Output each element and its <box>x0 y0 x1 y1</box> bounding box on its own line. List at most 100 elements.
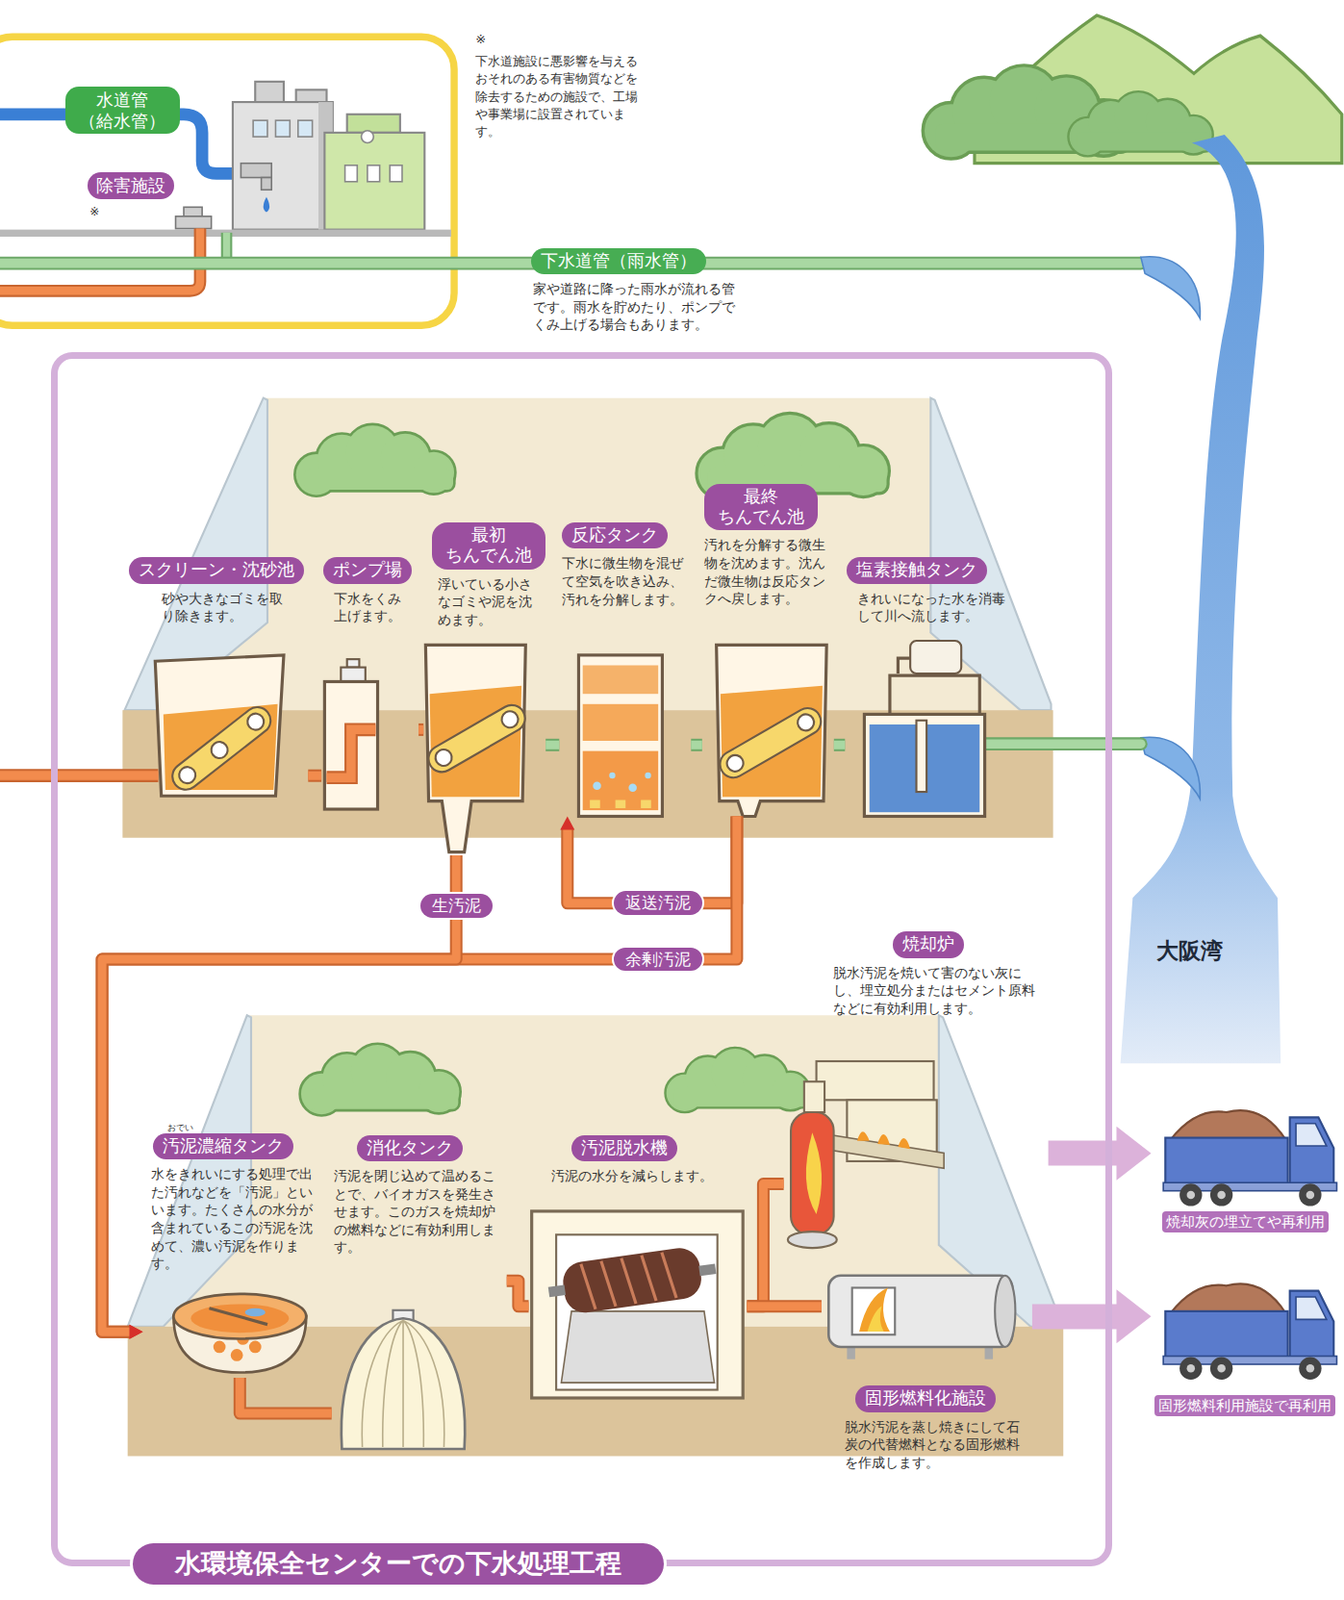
pipe-connector <box>834 744 846 746</box>
pipe-outline <box>101 855 457 1332</box>
primary-settling-tank <box>423 700 530 778</box>
edge-label-holder: 余剰汚泥 <box>613 947 703 972</box>
heading-row: 塩素接触タンク <box>844 557 1018 584</box>
edge-label-holder: 生汚泥 <box>420 893 493 918</box>
heading-row: 下水道管（雨水管） <box>528 248 750 275</box>
edge-label-holder: 返送汚泥 <box>613 890 703 915</box>
pipe-connector <box>1032 1289 1152 1344</box>
name-pill: 固形燃料化施設 <box>855 1385 996 1412</box>
destination-box: 固形燃料利用施設で再利用 <box>1151 1270 1340 1418</box>
thickener-tank <box>173 1293 306 1340</box>
buildings <box>296 89 328 102</box>
pipe-outline <box>307 769 322 783</box>
text-block: 最終 ちんでん池汚れを分解する微生物を沈めます。沈んだ微生物は反応タンクへ戻しま… <box>702 483 835 609</box>
heading-row: 焼却炉 <box>784 931 1049 958</box>
pipe-line <box>507 1280 530 1307</box>
final-settling-tank <box>794 710 817 734</box>
solid-fuel-facility <box>867 1306 885 1333</box>
reaction-tank <box>644 772 651 779</box>
reaction-tank <box>583 665 659 695</box>
pump-station <box>340 667 365 683</box>
reaction-tank <box>578 655 662 817</box>
name-pill: 水道管 （給水管） <box>65 86 180 135</box>
text-block: 汚泥脱水機汚泥の水分を減らします。 <box>528 1135 747 1186</box>
text-block: 焼却炉脱水汚泥を焼いて害のない灰にし、埋立処分またはセメント原料などに有効利用し… <box>784 931 1049 1017</box>
arrowhead <box>128 1324 143 1340</box>
text-block: 塩素接触タンクきれいになった水を消毒して川へ流します。 <box>844 557 1018 626</box>
transport-arrow <box>1032 1303 1118 1329</box>
reaction-tank <box>589 800 601 809</box>
inflow-pipe <box>0 770 158 781</box>
lower-plant-ground <box>301 1044 459 1115</box>
pipe-connector <box>307 775 322 777</box>
dewatering-machine <box>556 1234 718 1390</box>
frame-title-holder: 水環境保全センターでの下水処理工程 <box>132 1543 664 1585</box>
pipe-connector <box>101 855 457 1340</box>
chlorine-contact-tank <box>863 713 985 816</box>
buildings <box>324 132 425 230</box>
text-block: スクリーン・沈砂池砂や大きなゴミを取り除きます。 <box>122 557 308 626</box>
buildings <box>253 120 268 137</box>
screen-tank <box>154 655 284 796</box>
pump-station <box>324 659 378 810</box>
pipe-connector <box>747 1305 822 1307</box>
pretreatment-device <box>183 206 203 217</box>
destination-box: 焼却灰の埋立てや再利用 <box>1151 1096 1340 1233</box>
process-step: 最初 ちんでん池浮いている小さなゴミや泥を沈めます。 <box>423 522 546 856</box>
screen-tank <box>207 738 231 762</box>
service-area-outline <box>0 36 455 326</box>
solid-fuel-facility <box>994 1275 1015 1347</box>
trucks <box>1163 1110 1337 1380</box>
text-block: 最初 ちんでん池浮いている小さなゴミや泥を沈めます。 <box>423 522 546 630</box>
place-name: 大阪湾 <box>1156 935 1223 966</box>
footnote-text: 下水道施設に悪影響を与えるおそれのある有害物質などを除去するための施設で、工場や… <box>475 52 644 141</box>
incinerator <box>790 1112 835 1235</box>
digestion-tank <box>341 1310 465 1449</box>
pump-station <box>324 681 378 810</box>
pipe-connector <box>690 744 703 746</box>
lower-plant-ground <box>127 1014 1065 1456</box>
pipe-line <box>747 1184 785 1307</box>
pipe-outline <box>239 1377 331 1414</box>
heading-row: 最終 ちんでん池 <box>702 483 835 532</box>
screen-tank <box>176 763 200 787</box>
heading-row: 汚泥濃縮タンク <box>142 1133 327 1160</box>
dewatering-machine <box>698 1263 716 1276</box>
primary-settling-tank <box>423 644 530 852</box>
description-text: 下水に微生物を混ぜて空気を吹き込み、汚れを分解します。 <box>561 554 686 609</box>
process-step: ポンプ場下水をくみ上げます。 <box>321 557 419 812</box>
process-step: 焼却炉脱水汚泥を焼いて害のない灰にし、埋立処分またはセメント原料などに有効利用し… <box>784 931 1049 1253</box>
heading-row: スクリーン・沈砂池 <box>122 557 308 584</box>
reaction-tank <box>578 655 662 817</box>
pipe-line <box>418 725 424 735</box>
name-pill: 汚泥濃縮タンク <box>152 1133 294 1160</box>
description-text: 脱水汚泥を蒸し焼きにして石炭の代替燃料となる固形燃料を作成します。 <box>844 1418 1029 1472</box>
buildings <box>240 163 272 178</box>
chlorine-contact-tank <box>889 675 980 714</box>
name-pill: 焼却炉 <box>892 931 964 958</box>
pipe-line <box>101 855 457 1332</box>
screen-tank <box>244 710 268 734</box>
plant-frame: 水環境保全センターでの下水処理工程スクリーン・沈砂池砂や大きなゴミを取り除きます… <box>50 352 1113 1567</box>
incinerator <box>787 1231 837 1248</box>
screen-tank <box>154 655 284 796</box>
pump-station <box>326 729 376 778</box>
water-outfall <box>1141 256 1201 319</box>
text-block: 固形燃料利用施設で再利用 <box>1151 1394 1340 1417</box>
name-pill: ポンプ場 <box>323 557 412 584</box>
dewatering-machine <box>581 1251 677 1311</box>
heading-row: 固形燃料化施設 <box>821 1385 1033 1412</box>
arrowhead <box>1116 1126 1152 1181</box>
process-step: スクリーン・沈砂池砂や大きなゴミを取り除きます。 <box>122 557 308 803</box>
pump-station <box>347 659 360 667</box>
thickener-tank <box>245 1308 266 1317</box>
name-pill: スクリーン・沈砂池 <box>128 557 305 584</box>
mountains <box>1069 92 1213 155</box>
buildings <box>389 165 403 182</box>
inflow-pipe <box>985 738 1142 749</box>
name-pill: 焼却灰の埋立てや再利用 <box>1162 1211 1329 1233</box>
name-pill: 消化タンク <box>356 1135 463 1162</box>
name-pill: 固形燃料利用施設で再利用 <box>1154 1394 1336 1417</box>
pipe-description: 下水道管（雨水管）家や道路に降った雨水が流れる管です。雨水を貯めたり、ポンプでく… <box>528 248 750 346</box>
